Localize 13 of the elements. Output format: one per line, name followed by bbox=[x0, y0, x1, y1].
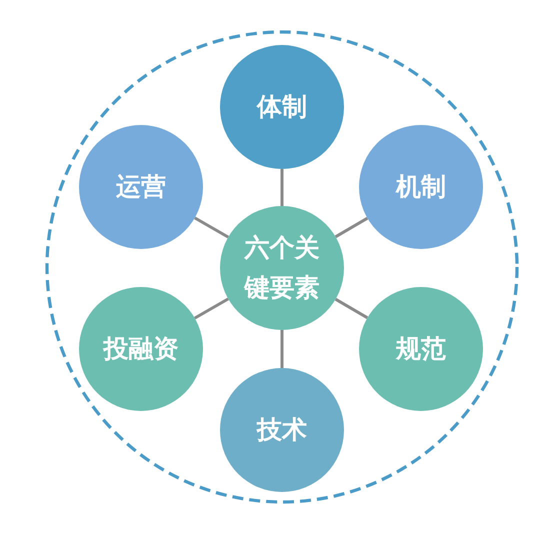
connector-line bbox=[194, 216, 229, 238]
circle-label: 规范 bbox=[396, 333, 446, 365]
circle-label: 运营 bbox=[116, 171, 166, 203]
connector-line bbox=[194, 298, 229, 320]
connector-line bbox=[280, 169, 284, 206]
circle-label: 六个关键要素 bbox=[242, 232, 320, 304]
connector-line bbox=[280, 330, 284, 368]
circle-label: 体制 bbox=[257, 91, 307, 123]
circle-label: 技术 bbox=[257, 414, 307, 446]
connector-line bbox=[334, 298, 368, 320]
circle-label: 机制 bbox=[396, 171, 446, 203]
connector-line bbox=[334, 216, 368, 238]
circle-label: 投融资 bbox=[104, 333, 178, 365]
